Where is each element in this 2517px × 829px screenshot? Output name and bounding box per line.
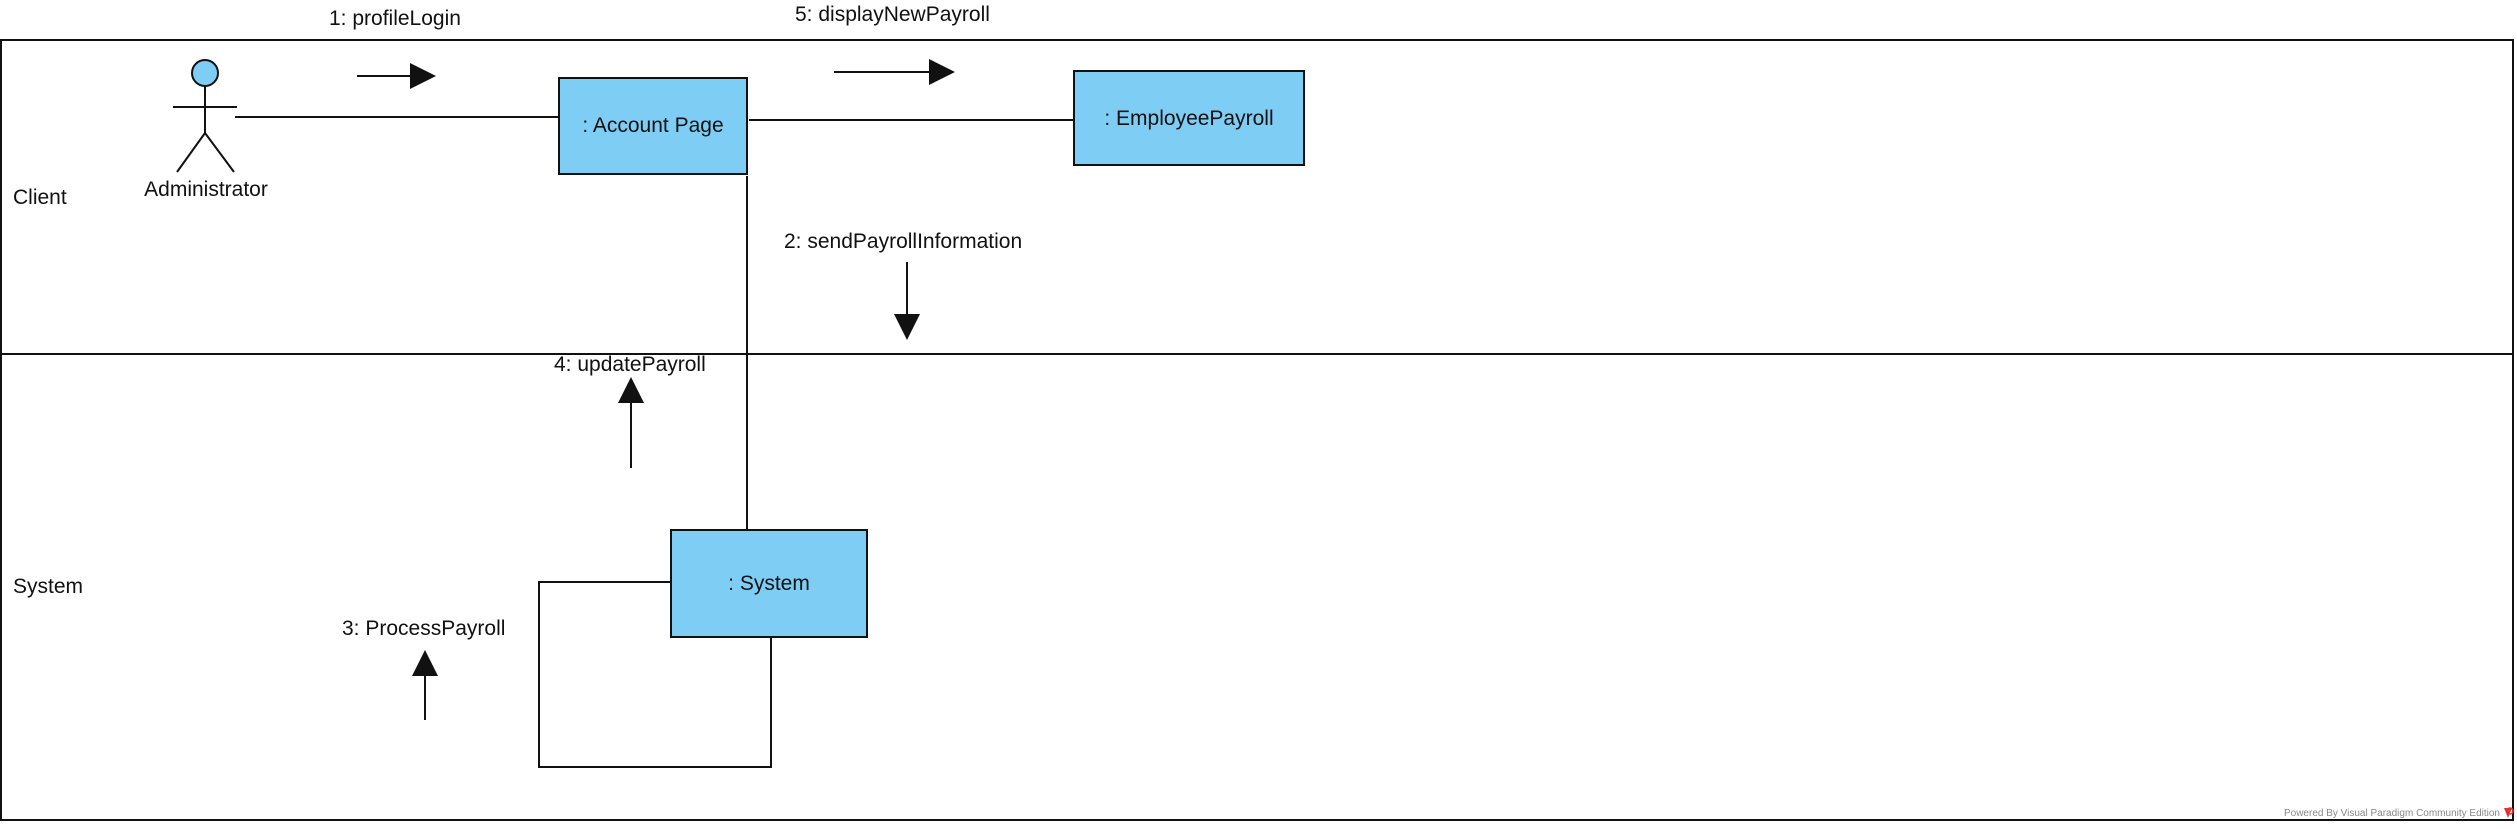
self-link-system (538, 581, 772, 768)
actor-administrator[interactable]: Administrator (144, 59, 268, 201)
message-4: 4: updatePayroll (554, 353, 706, 468)
message-5-label: 5: displayNewPayroll (795, 3, 990, 26)
message-2: 2: sendPayrollInformation (784, 230, 1022, 340)
object-employee-payroll-label: : EmployeePayroll (1104, 107, 1273, 130)
message-3: 3: ProcessPayroll (342, 617, 505, 720)
lane-system: System (0, 353, 2514, 821)
watermark: Powered By Visual Paradigm Community Edi… (2284, 807, 2514, 819)
actor-label: Administrator (144, 178, 268, 201)
object-system-label: : System (728, 572, 810, 595)
message-5: 5: displayNewPayroll (795, 3, 990, 85)
message-4-label: 4: updatePayroll (554, 353, 706, 376)
message-1-label: 1: profileLogin (329, 7, 461, 30)
object-employee-payroll[interactable]: : EmployeePayroll (1073, 70, 1305, 166)
visual-paradigm-logo-icon (2504, 807, 2514, 818)
lane-client-label: Client (13, 186, 67, 209)
object-account-page[interactable]: : Account Page (558, 77, 748, 175)
stick-figure-icon (173, 59, 237, 173)
message-1: 1: profileLogin (329, 7, 461, 89)
watermark-text: Powered By Visual Paradigm Community Edi… (2284, 808, 2500, 819)
message-3-label: 3: ProcessPayroll (342, 617, 505, 640)
object-system[interactable]: : System (670, 529, 868, 638)
lane-system-label: System (13, 575, 83, 598)
message-2-label: 2: sendPayrollInformation (784, 230, 1022, 253)
object-account-page-label: : Account Page (582, 114, 723, 137)
